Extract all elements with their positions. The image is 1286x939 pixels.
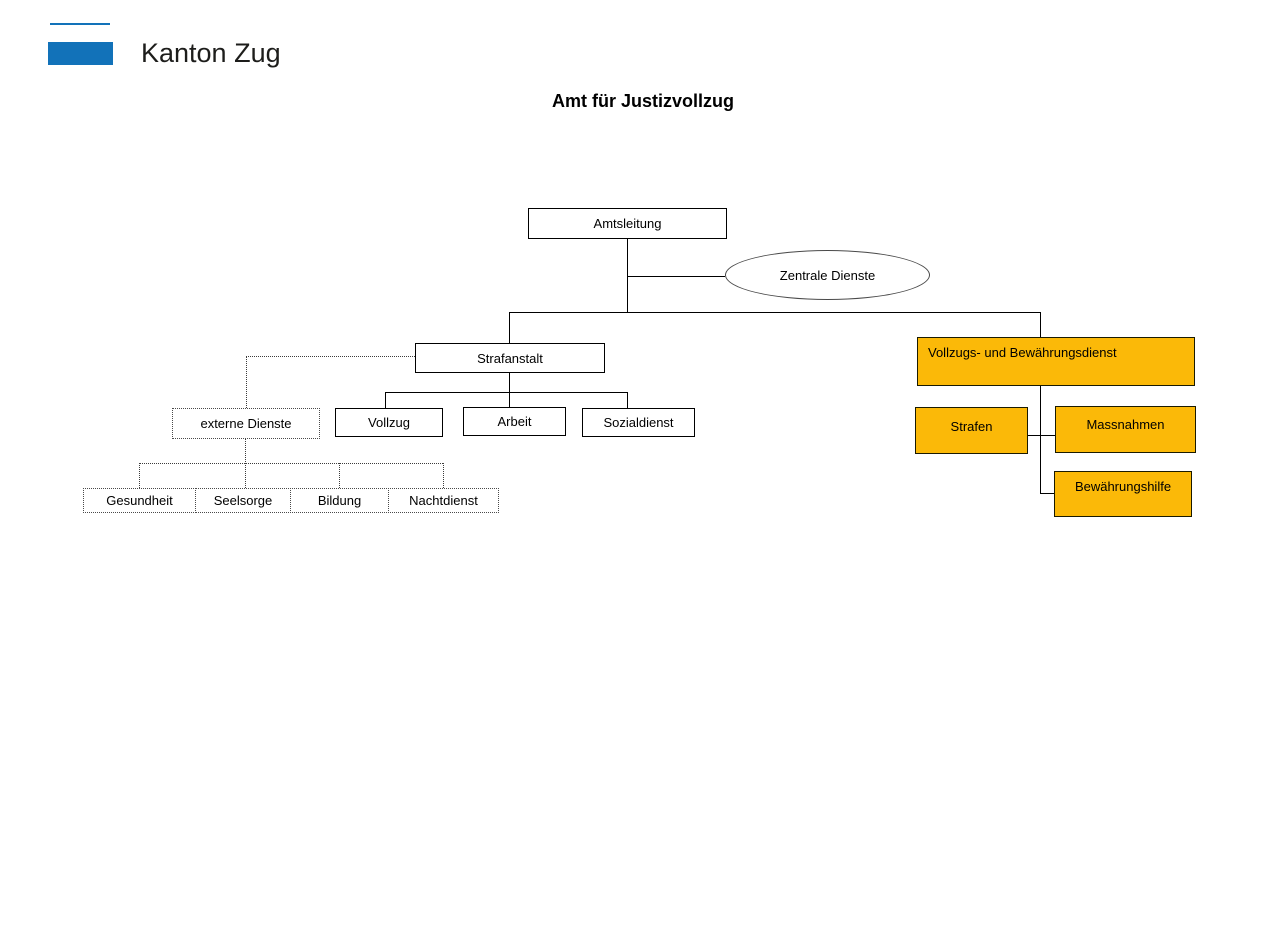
brand-wordmark: Kanton Zug [141,38,281,68]
connector-zentrale-dienste [628,276,725,277]
node-vollzug: Vollzug [335,408,443,437]
node-gesundheit: Gesundheit [83,488,196,513]
node-bildung: Bildung [290,488,389,513]
connector-strafen-massnahmen [1028,435,1055,436]
connector-externe-children-horizontal [139,463,443,464]
connector-strafanstalt-trunk [509,373,510,408]
connector-bewaehrungshilfe-stub [1040,493,1054,494]
page-title: Amt für Justizvollzug [551,91,734,111]
logo-bar-thick [48,42,113,65]
connector-children-horizontal [385,392,628,393]
node-seelsorge: Seelsorge [195,488,291,513]
connector-sozialdienst-stub [627,392,628,408]
node-bewaehrungshilfe: Bewährungshilfe [1054,471,1192,517]
connector-vbd-trunk [1040,386,1041,494]
connector-externe-drop [246,356,247,408]
connector-main-horizontal [509,312,1041,313]
node-strafen: Strafen [915,407,1028,454]
node-strafanstalt: Strafanstalt [415,343,605,373]
node-arbeit: Arbeit [463,407,566,436]
connector-nachtdienst-stub [443,463,444,488]
node-vollzugs-und-bewaehrungsdienst: Vollzugs- und Bewährungsdienst [917,337,1195,386]
connector-amtsleitung-trunk [627,239,628,313]
node-nachtdienst: Nachtdienst [388,488,499,513]
connector-gesundheit-stub [139,463,140,488]
node-massnahmen: Massnahmen [1055,406,1196,453]
node-externe-dienste: externe Dienste [172,408,320,439]
connector-vollzug-stub [385,392,386,408]
node-zentrale-dienste: Zentrale Dienste [725,250,930,300]
connector-strafanstalt-drop [509,312,510,343]
node-amtsleitung: Amtsleitung [528,208,727,239]
connector-vbd-drop [1040,312,1041,337]
logo-bar-thin [50,23,110,25]
node-sozialdienst: Sozialdienst [582,408,695,437]
connector-bildung-stub [339,463,340,488]
connector-externe-horizontal [246,356,415,357]
